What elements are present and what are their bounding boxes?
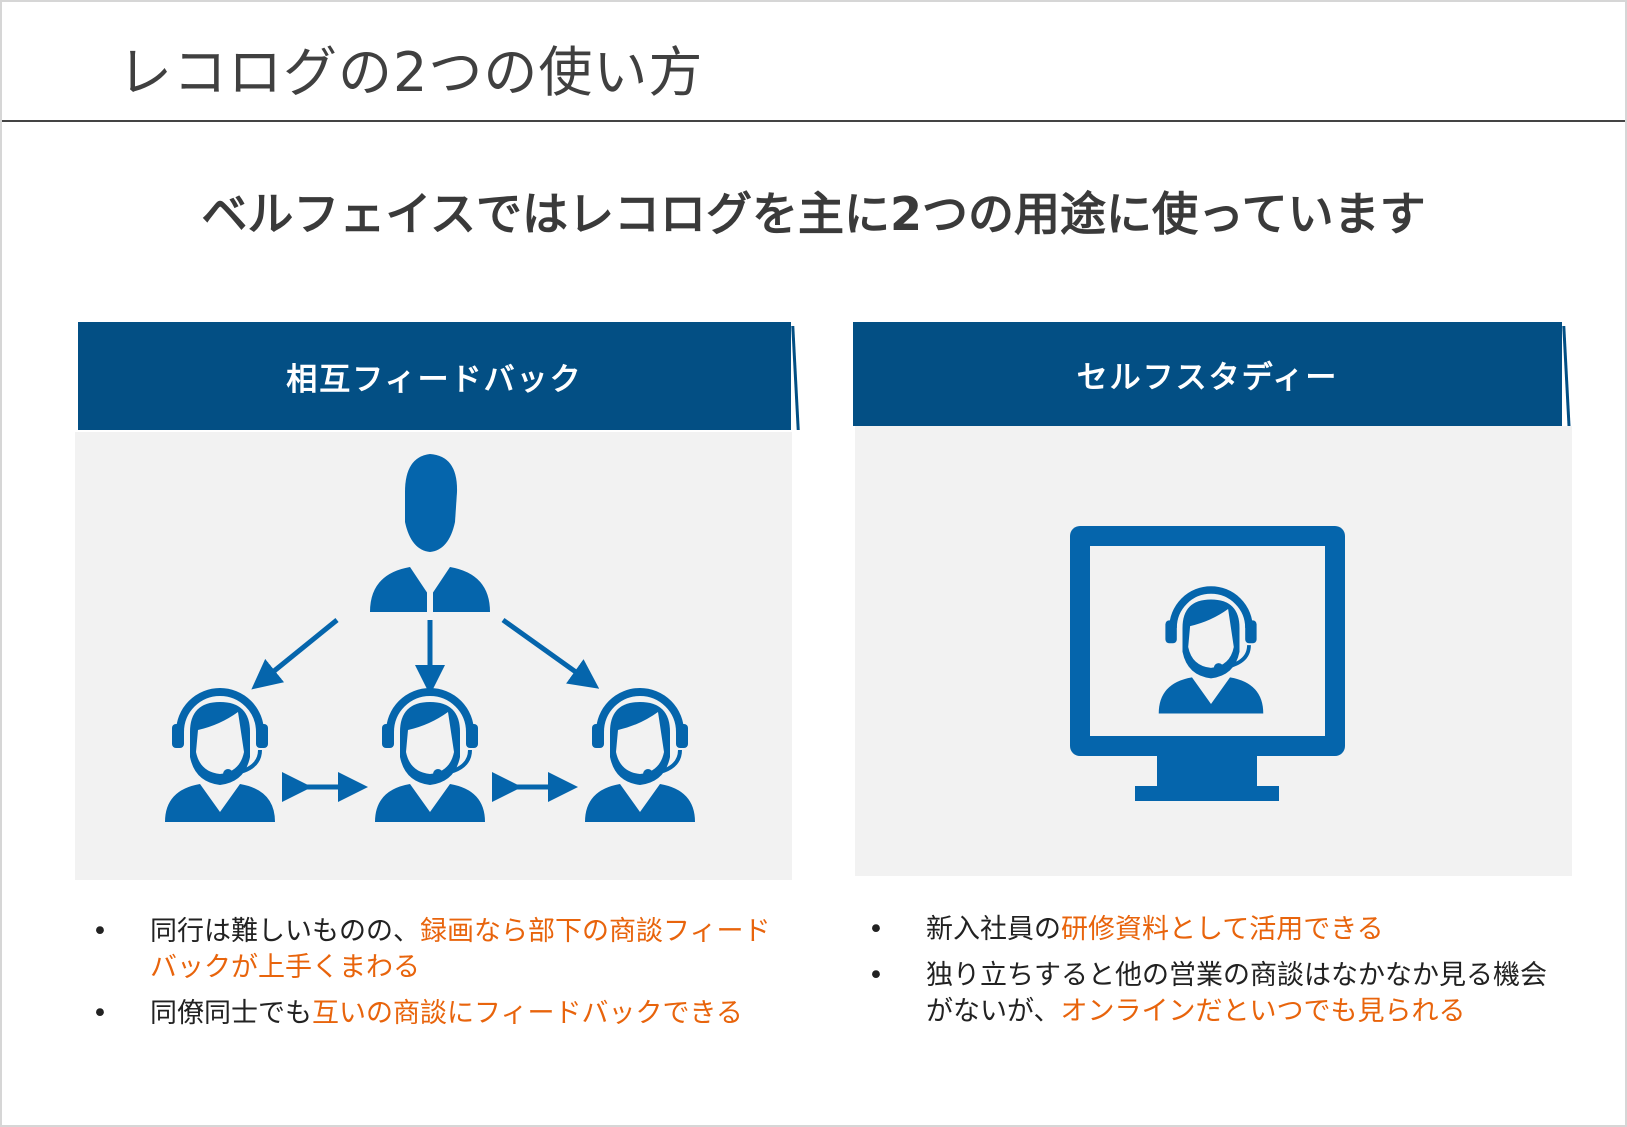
- panel-heading-feedback: 相互フィードバック: [78, 322, 791, 430]
- list-item: •同行は難しいものの、録画なら部下の商談フィードバックが上手くまわる: [92, 916, 771, 983]
- title-divider: [2, 120, 1625, 122]
- slide-subtitle: ベルフェイスではレコログを主に2つの用途に使っています: [201, 187, 1426, 241]
- team-feedback-diagram-icon: [75, 454, 792, 880]
- list-item: •独り立ちすると他の営業の商談はなかなか見る機会がないが、オンラインだといつでも…: [868, 960, 1547, 1027]
- self-study-bullet-list: •新入社員の研修資料として活用できる •独り立ちすると他の営業の商談はなかなか見…: [868, 912, 1568, 1040]
- feedback-bullet-list: •同行は難しいものの、録画なら部下の商談フィードバックが上手くまわる •同僚同士…: [92, 914, 772, 1042]
- list-item: •新入社員の研修資料として活用できる: [868, 914, 1384, 945]
- monitor-operator-icon: [1070, 526, 1345, 801]
- list-item: •同僚同士でも互いの商談にフィードバックできる: [92, 998, 743, 1029]
- slide-title: レコログの2つの使い方: [118, 41, 704, 104]
- panel-heading-self-study: セルフスタディー: [853, 322, 1562, 426]
